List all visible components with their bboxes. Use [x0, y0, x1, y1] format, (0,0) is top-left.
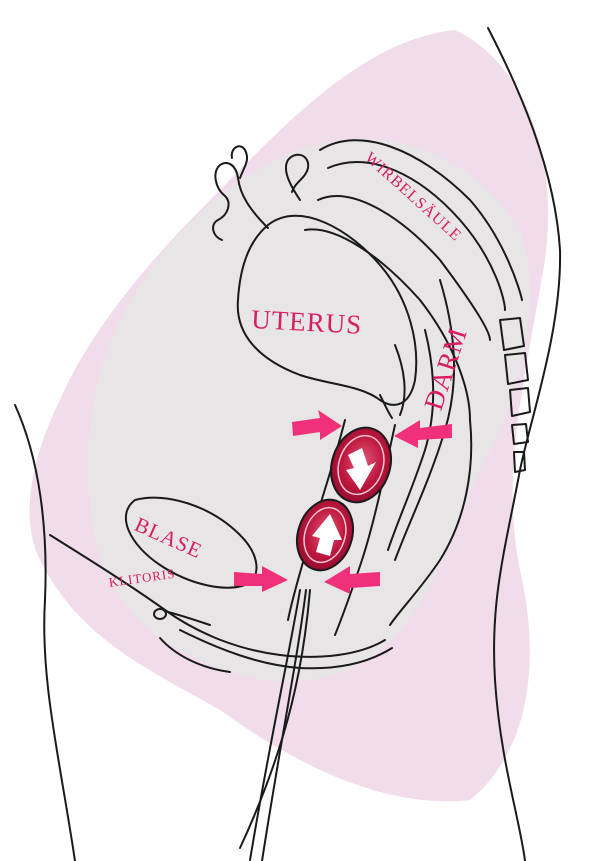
label-uterus: UTERUS — [251, 306, 363, 339]
